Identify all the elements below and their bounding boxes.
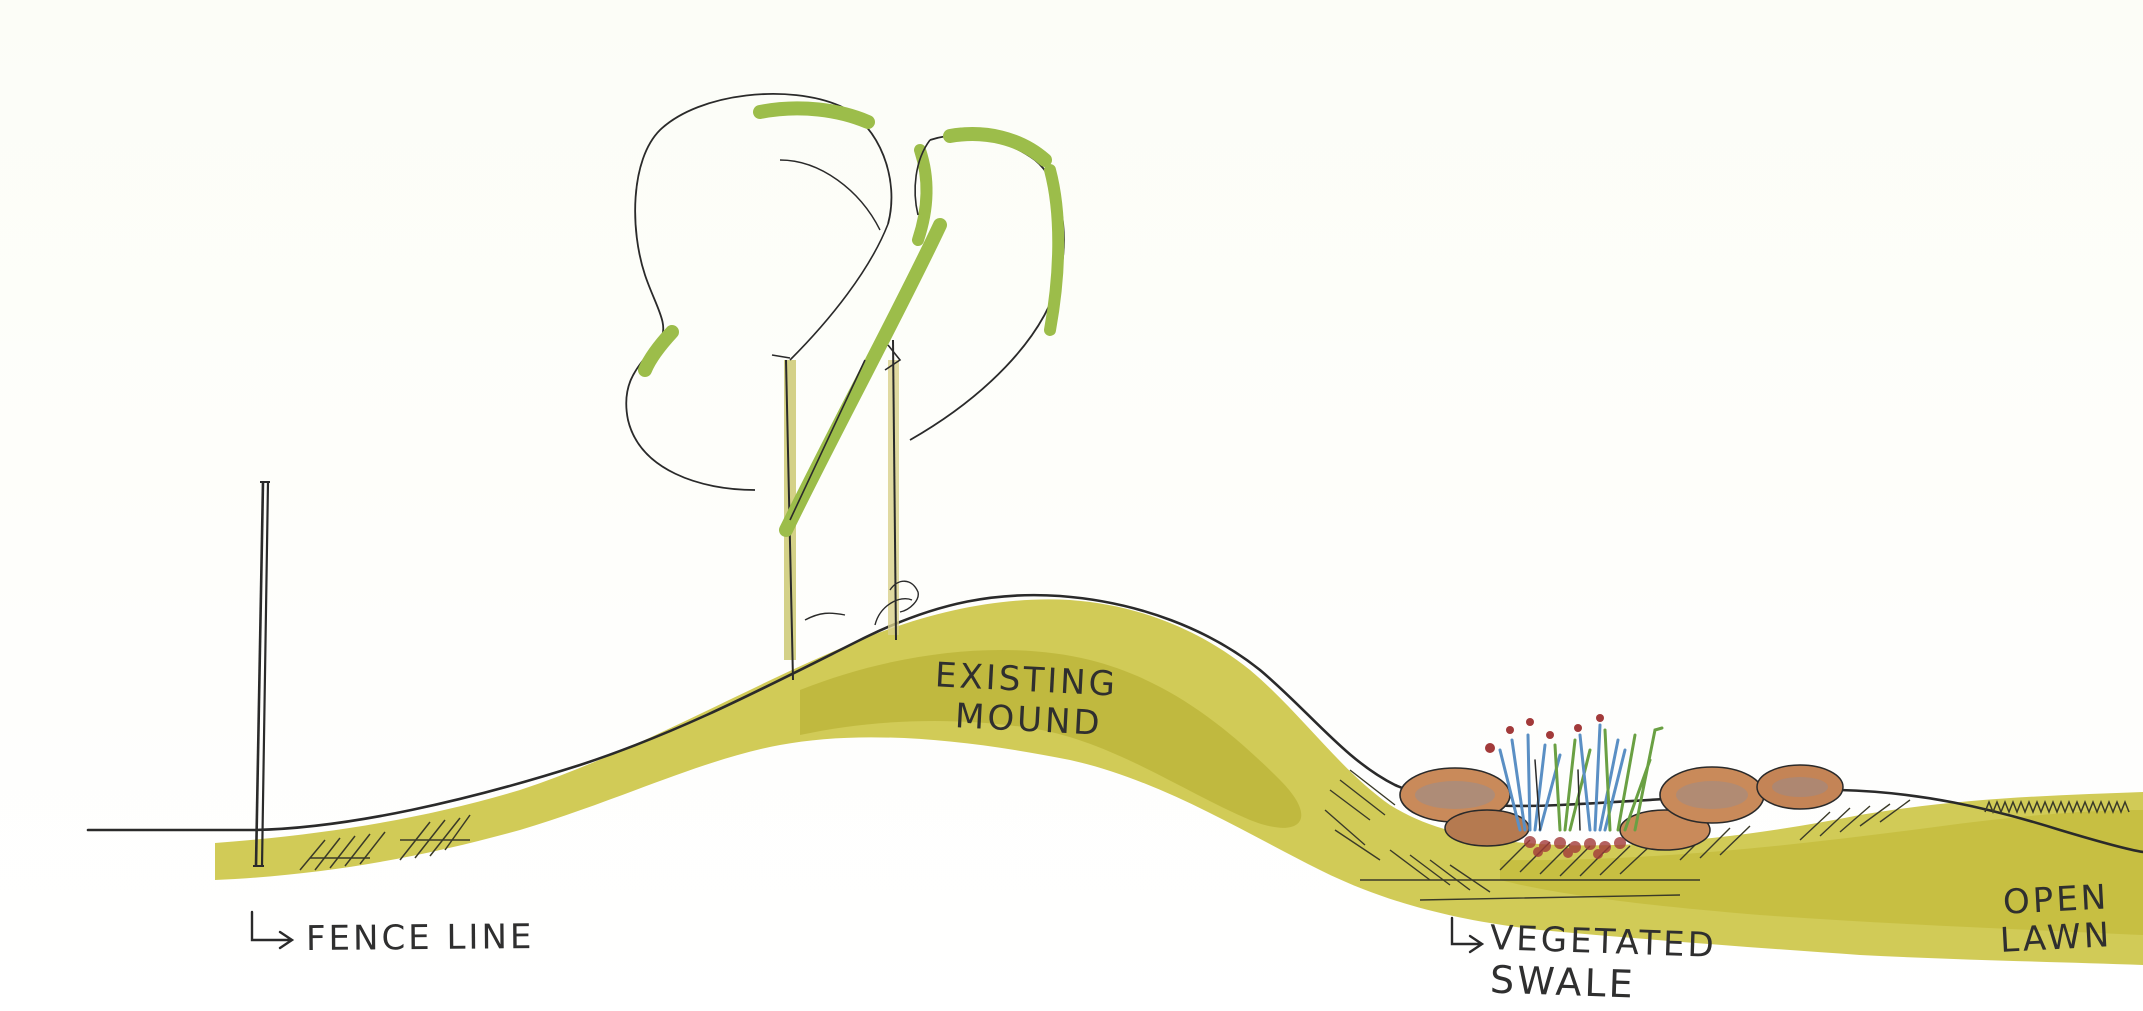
fence-post	[253, 482, 270, 866]
corner-arrow-icon	[1452, 918, 1482, 952]
existing-mound-label-line2: MOUND	[954, 696, 1104, 744]
small-sketch-mark	[805, 581, 918, 625]
open-lawn-label-line2: LAWN	[1999, 915, 2113, 961]
corner-arrow-icon	[252, 912, 292, 948]
swale-plants	[1500, 725, 1662, 830]
vegetated-swale-label-line2: SWALE	[1489, 959, 1636, 1004]
fence-line-label: FENCE LINE	[306, 917, 535, 959]
